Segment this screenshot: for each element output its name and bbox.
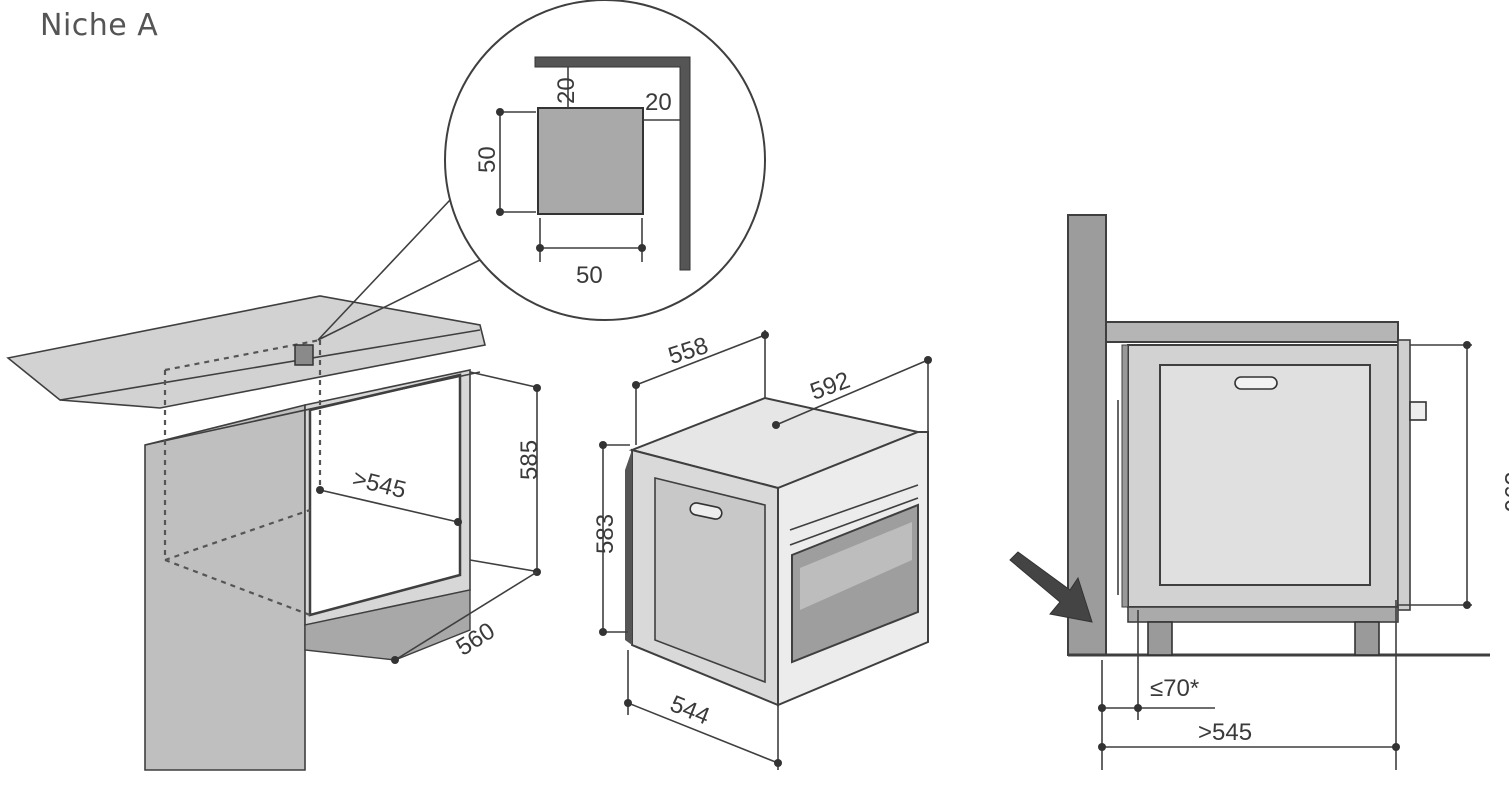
vent-detail: 20 20 50 50 (317, 0, 766, 341)
cabinet-base (304, 589, 471, 661)
detail-width-label: 50 (576, 262, 603, 289)
oven-bottom-width-label: 544 (666, 690, 713, 730)
detail-height-label: 50 (474, 146, 501, 173)
side-view-worktop (1105, 321, 1399, 343)
ventilation-arrow (1009, 551, 1093, 623)
oven-top-width-label: 592 (807, 367, 854, 406)
side-view-handle (1234, 376, 1278, 390)
oven-3d: 558 592 583 544 (592, 330, 932, 770)
side-view-door (1159, 364, 1371, 586)
niche-height-label: 585 (516, 440, 543, 480)
side-view-foot-right (1354, 621, 1380, 656)
side-view-knob (1409, 401, 1427, 421)
side-view-depth-label: >545 (1198, 719, 1252, 746)
cabinet-niche: >545 585 560 (6, 295, 543, 771)
detail-corner-wall (534, 56, 691, 271)
oven-height-label: 583 (592, 514, 619, 554)
oven-front-panel (654, 476, 766, 684)
cabinet-side-panel (144, 403, 306, 771)
side-view-gap-label: ≤70* (1150, 675, 1199, 702)
side-view: 596 ≤70* >545 (1009, 214, 1509, 770)
side-view-foot-left (1147, 621, 1173, 656)
side-view-height-label: 596 (1499, 472, 1509, 512)
detail-side-gap-label: 20 (645, 89, 672, 116)
vent-cutout (294, 344, 314, 366)
detail-vent-square (537, 107, 644, 215)
oven-top-depth-label: 558 (665, 332, 711, 370)
niche-title: Niche A (40, 8, 159, 43)
oven-handle (689, 502, 723, 520)
detail-top-gap-label: 20 (553, 77, 580, 104)
